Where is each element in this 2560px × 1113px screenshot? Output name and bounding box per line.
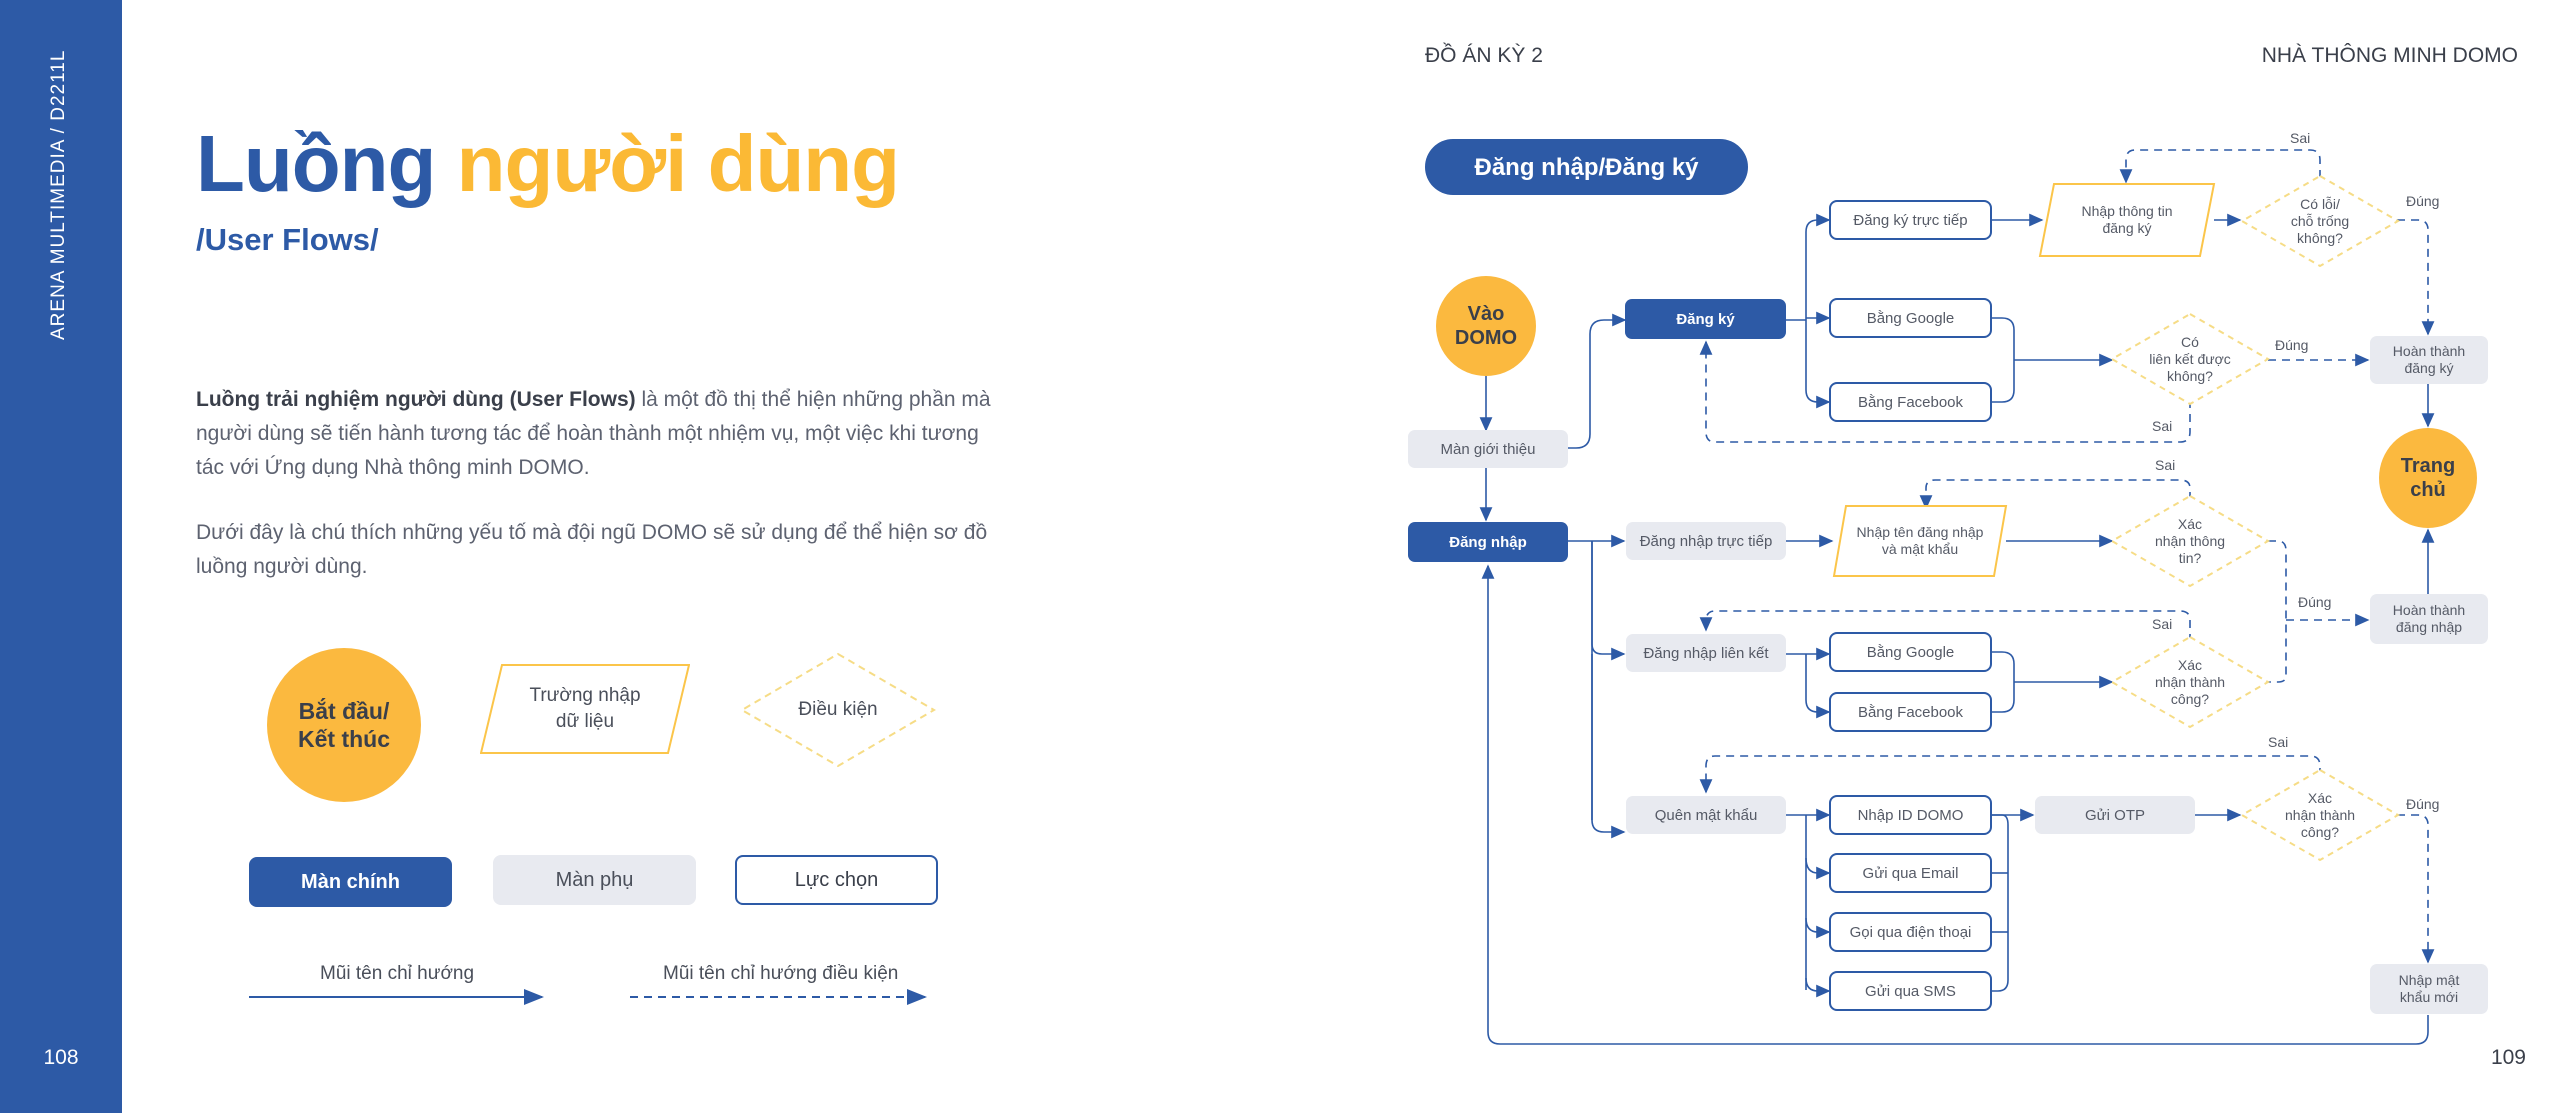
- reg-direct-node: Đăng ký trực tiếp: [1829, 200, 1992, 240]
- legend-paragraph: Dưới đây là chú thích những yếu tố mà độ…: [196, 521, 988, 578]
- legend-condition-shape: [740, 652, 936, 768]
- cond-verify-otp-node: Xác nhận thành công?: [2284, 789, 2356, 840]
- via-email-node: Gửi qua Email: [1829, 853, 1992, 893]
- reg-input-shape: [2038, 183, 2216, 257]
- label-right-3: Đúng: [2298, 594, 2332, 610]
- home-node: Trang chủ: [2379, 428, 2477, 528]
- legend-input-label: Trường nhập dữ liệu: [529, 685, 641, 732]
- new-password-node: Nhập mật khẩu mới: [2370, 964, 2488, 1014]
- legend-sub-screen: Màn phụ: [493, 855, 696, 905]
- title-part1: Luồng: [196, 119, 436, 208]
- login-direct-node: Đăng nhập trực tiếp: [1626, 522, 1786, 560]
- header-right: NHÀ THÔNG MINH DOMO: [2261, 44, 2518, 67]
- section-title: Đăng nhập/Đăng ký: [1425, 139, 1748, 195]
- reg-facebook-node: Bằng Facebook: [1829, 382, 1992, 422]
- page-subtitle: /User Flows/: [196, 222, 379, 257]
- intro-node: Màn giới thiệu: [1408, 430, 1568, 468]
- label-wrong-4: Sai: [2152, 616, 2173, 632]
- legend-arrow-cond-label: Mũi tên chỉ hướng điều kiện: [663, 963, 899, 984]
- legend-main-screen: Màn chính: [249, 857, 452, 907]
- label-wrong-2: Sai: [2152, 418, 2173, 434]
- cond-verify-link-node: Xác nhận thành công?: [2154, 656, 2226, 707]
- forgot-node: Quên mật khẩu: [1626, 796, 1786, 834]
- cond-errors-node: Có lỗi/ chỗ trống không?: [2290, 195, 2350, 246]
- via-sms-node: Gửi qua SMS: [1829, 971, 1992, 1011]
- login-input-shape: [1832, 505, 2008, 577]
- register-node: Đăng ký: [1625, 299, 1786, 339]
- cond-link-node: Có liên kết được không?: [2149, 333, 2231, 384]
- label-wrong-5: Sai: [2268, 734, 2289, 750]
- login-linked-node: Đăng nhập liên kết: [1626, 634, 1786, 672]
- legend-arrow-label: Mũi tên chỉ hướng: [320, 963, 475, 984]
- reg-done-node: Hoàn thành đăng ký: [2370, 336, 2488, 384]
- page-title: Luồng người dùng: [196, 118, 900, 210]
- label-wrong-1: Sai: [2290, 130, 2311, 146]
- title-part2: người dùng: [456, 119, 900, 208]
- start-node: Vào DOMO: [1436, 276, 1536, 376]
- intro-rest: là một đồ thị thể hiện những phần mà ngư…: [196, 388, 991, 479]
- legend-arrows: [249, 989, 927, 1005]
- reg-input-node: Nhập thông tin đăng ký: [2081, 203, 2173, 236]
- intro-bold: Luồng trải nghiệm người dùng (User Flows…: [196, 388, 636, 411]
- legend-condition-label: Điều kiện: [798, 699, 878, 720]
- legend-input: Trường nhập dữ liệu: [480, 664, 690, 754]
- page-number-left: 108: [43, 1046, 79, 1069]
- legend-choice: Lực chọn: [735, 855, 938, 905]
- legend-start-end-label: Bắt đầu/ Kết thúc: [298, 698, 390, 752]
- via-phone-node: Gọi qua điện thoại: [1829, 912, 1992, 952]
- legend-condition: Điều kiện: [740, 652, 936, 768]
- cond-verify-info-node: Xác nhận thông tin?: [2154, 515, 2226, 566]
- enter-id-node: Nhập ID DOMO: [1829, 795, 1992, 835]
- login-done-node: Hoàn thành đăng nhập: [2370, 594, 2488, 644]
- label-right-1: Đúng: [2406, 193, 2440, 209]
- send-otp-node: Gửi OTP: [2035, 796, 2195, 834]
- reg-google-node: Bằng Google: [1829, 298, 1992, 338]
- intro-paragraph: Luồng trải nghiệm người dùng (User Flows…: [196, 383, 996, 485]
- page-number-right: 109: [2490, 1046, 2526, 1069]
- legend-input-shape: [480, 664, 690, 754]
- login-google-node: Bằng Google: [1829, 632, 1992, 672]
- label-wrong-3: Sai: [2155, 457, 2176, 473]
- sidebar: ARENA MULTIMEDIA / D2211L 108: [0, 0, 122, 1113]
- label-right-2: Đúng: [2275, 337, 2309, 353]
- login-facebook-node: Bằng Facebook: [1829, 692, 1992, 732]
- legend-start-end: Bắt đầu/ Kết thúc: [267, 648, 421, 802]
- label-right-4: Đúng: [2406, 796, 2440, 812]
- login-node: Đăng nhập: [1408, 522, 1568, 562]
- header-left: ĐỒ ÁN KỲ 2: [1425, 44, 1543, 67]
- login-input-node: Nhập tên đăng nhập và mật khẩu: [1856, 524, 1984, 557]
